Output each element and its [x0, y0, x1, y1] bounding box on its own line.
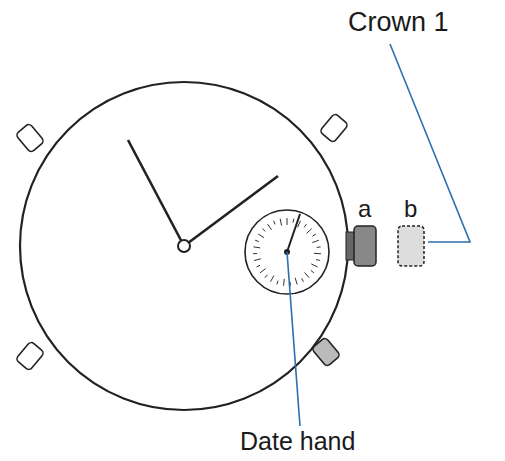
callout-label: Crown 1 — [348, 8, 449, 38]
tick-mark — [311, 270, 314, 272]
tick-mark — [254, 259, 261, 261]
callout-label: a — [358, 196, 371, 222]
tick-mark — [270, 276, 273, 282]
tick-mark — [262, 229, 265, 232]
crown-position-b — [398, 226, 424, 266]
leader-line — [287, 252, 300, 426]
watch-case — [20, 82, 348, 410]
pusher — [15, 341, 44, 371]
tick-mark — [260, 269, 266, 273]
tick-mark — [316, 260, 320, 261]
tick-mark — [274, 221, 276, 225]
tick-mark — [287, 218, 288, 225]
tick-mark — [312, 234, 315, 236]
hour-hand — [128, 140, 184, 246]
center-pin — [178, 240, 190, 252]
tick-mark — [268, 224, 272, 230]
tick-mark — [277, 281, 278, 285]
tick-mark — [293, 219, 295, 223]
pusher — [319, 113, 348, 143]
tick-mark — [265, 275, 268, 278]
leader-line — [390, 44, 470, 242]
tick-mark — [312, 240, 319, 242]
tick-mark — [256, 265, 260, 267]
tick-mark — [258, 234, 264, 238]
tick-mark — [253, 253, 257, 254]
tick-mark — [317, 246, 321, 248]
tick-mark — [295, 278, 297, 285]
pusher — [15, 123, 44, 153]
tick-mark — [305, 272, 310, 277]
date-hand — [287, 214, 300, 252]
tick-mark — [280, 219, 281, 226]
callout-label: Date hand — [240, 428, 355, 456]
tick-mark — [302, 278, 304, 281]
subdial-ticks — [253, 218, 321, 286]
tick-mark — [311, 264, 317, 267]
tick-mark — [255, 240, 259, 241]
tick-mark — [283, 279, 285, 286]
tick-mark — [304, 224, 306, 227]
tick-mark — [253, 247, 260, 248]
tick-mark — [314, 253, 321, 254]
callout-label: b — [404, 196, 417, 222]
tick-mark — [307, 229, 312, 234]
crown-position-a — [354, 226, 376, 266]
